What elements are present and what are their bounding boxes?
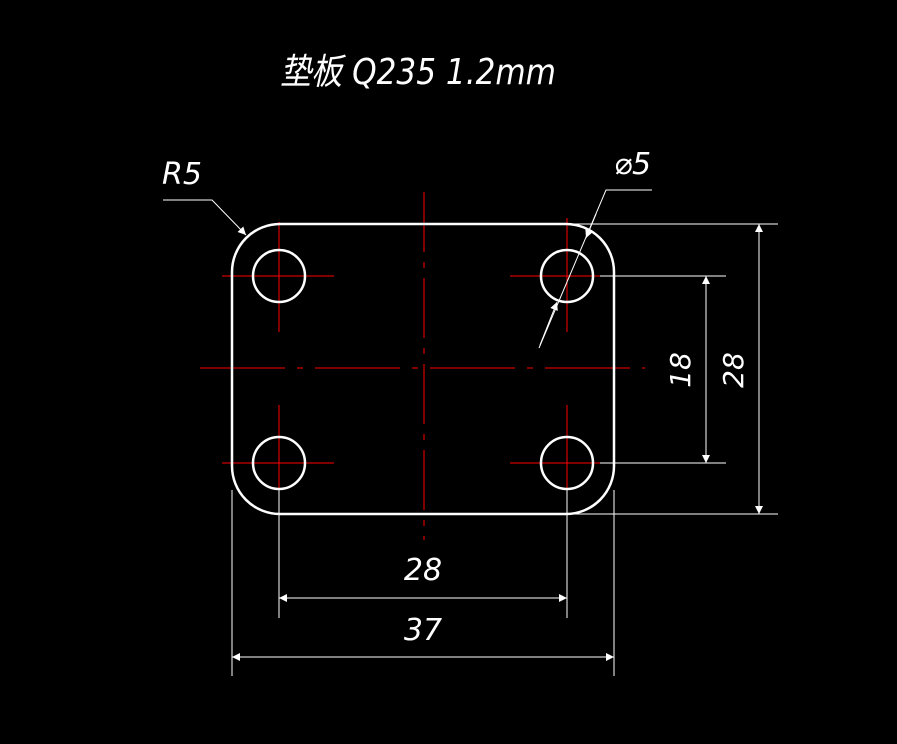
diameter-label: ⌀5 [614, 147, 651, 182]
diameter-leader [538, 189, 652, 349]
plate-outline [230, 222, 616, 516]
diameter-arrow-top [585, 213, 597, 239]
plate-geometry [230, 222, 616, 516]
hole-bottom-left [251, 435, 307, 491]
drawing-title: 垫板 Q235 1.2mm [280, 52, 556, 93]
dim-text-28-vertical: 28 [717, 352, 750, 388]
hole-bottom-right [539, 435, 595, 491]
radius-label: R5 [162, 157, 202, 192]
hole-top-left [251, 248, 307, 304]
radius-leader [163, 199, 247, 236]
dim-text-18: 18 [664, 352, 697, 388]
dim-text-37: 37 [404, 613, 442, 648]
dim-text-28-horizontal: 28 [404, 553, 442, 588]
diameter-arrow-bottom [539, 301, 558, 346]
dimensions [163, 189, 778, 676]
hole-top-right [539, 248, 595, 304]
